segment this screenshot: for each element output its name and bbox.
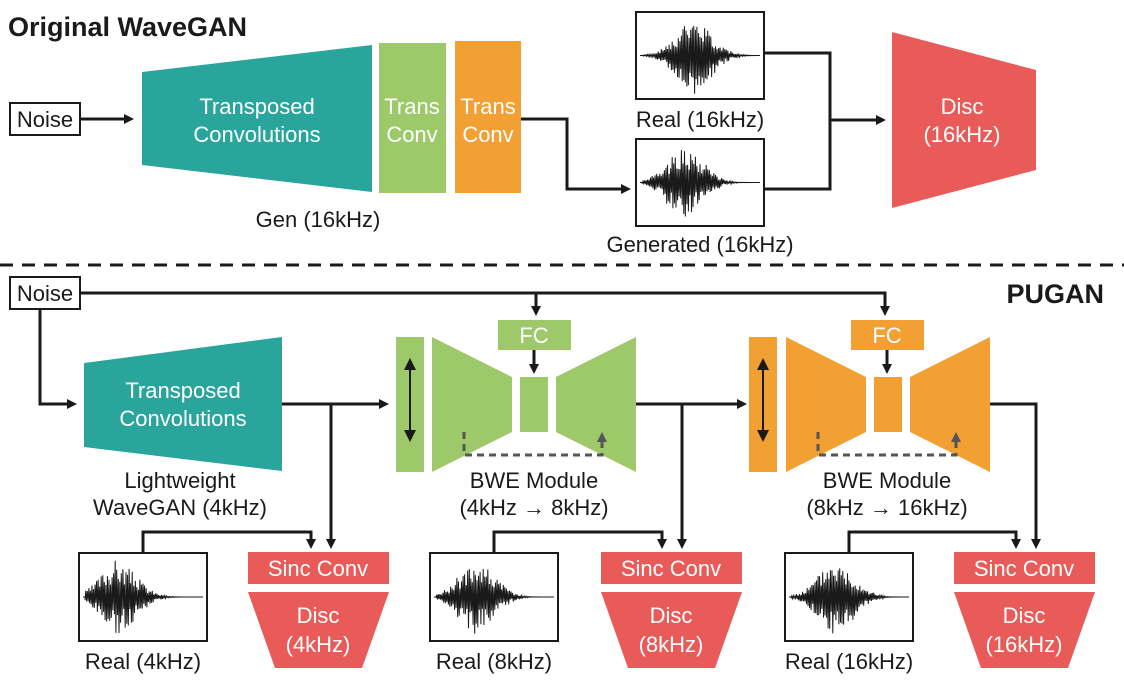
arrowhead-gen-generated [621,184,631,194]
arrowhead-bwe1 [379,399,389,409]
real1-to-sinc1 [141,530,313,553]
arrowhead-sinc2-b [677,539,687,549]
lightweight-label-line1: Lightweight [124,468,235,493]
trans1-line1: Trans [384,94,439,119]
fc1-arrowhead [529,364,539,374]
real-4khz-label: Real (4kHz) [85,649,201,674]
trans-conv-orange [455,41,521,193]
bwe2-to-sinc3 [990,402,1038,540]
bwe2-label-line1: BWE Module [823,468,951,493]
fc2-label: FC [872,323,901,348]
disc-4khz [248,592,389,668]
bwe2-decoder [910,337,990,472]
bwe1-label-line2: (4kHz → 8kHz) [459,495,608,520]
bwe2-down-head [757,430,769,442]
disc-top-line1: Disc [941,94,984,119]
arrowhead-bwe2 [737,399,747,409]
arrowhead-sinc2-a [657,539,667,549]
arrowhead-sinc1-b [326,539,336,549]
arrowhead-disc-top [876,115,886,125]
arrowhead-fc2 [880,306,890,316]
trans2-line1: Trans [460,94,515,119]
bwe2-label-line2: (8kHz → 16kHz) [806,495,967,520]
generated-waveform [640,150,760,217]
arrowhead-lightweight [67,399,77,409]
real-8khz-label: Real (8kHz) [436,649,552,674]
bwe1-decoder [556,337,636,472]
bwe1-label-line1: BWE Module [470,468,598,493]
disc1-line2: (4kHz) [286,632,351,657]
disc2-line1: Disc [650,603,693,628]
disc-16khz-bottom [954,592,1095,668]
noise-line-to-fc [80,291,887,308]
sinc-conv-1 [248,552,389,584]
real-16khz-label-top: Real (16kHz) [636,107,764,132]
real-8khz-waveform [434,568,554,634]
trans2-line2: Conv [462,122,513,147]
trans1-line2: Conv [386,122,437,147]
real2-to-sinc2 [492,530,664,553]
discriminator-16khz-top [892,32,1036,208]
disc1-line1: Disc [297,603,340,628]
sinc2-label: Sinc Conv [621,556,721,581]
bwe2-encoder [786,337,866,472]
arrowhead-sinc1-a [306,539,316,549]
lightweight-label-line2: WaveGAN (4kHz) [93,495,267,520]
disc-8khz [601,592,742,668]
arrow-gen-to-generated [521,117,622,191]
merge-lines-to-disc [764,51,832,191]
sinc3-label: Sinc Conv [974,556,1074,581]
sinc1-label: Sinc Conv [268,556,368,581]
gen-main-line1: Transposed [199,94,314,119]
disc2-line2: (8kHz) [639,632,704,657]
arrowhead-fc1 [531,306,541,316]
fc2-arrowhead [882,364,892,374]
bwe1-bottleneck [520,377,548,432]
title-original-wavegan: Original WaveGAN [8,12,247,42]
bwe2-bottleneck [874,377,902,432]
noise-label-top: Noise [17,107,73,132]
bwe2-skip-connection [816,432,958,457]
fc1-box [498,320,571,350]
bwe1-down-head [404,430,416,442]
real-16khz-waveform-bottom [789,568,909,634]
bwe1-encoder [432,337,512,472]
bwe1-skip-head [597,432,607,442]
noise-to-lightweight-gen [38,309,68,406]
real3-to-sinc3 [847,530,1018,553]
title-pugan: PUGAN [1006,279,1104,309]
fc2-box [851,320,924,350]
fc1-label: FC [519,323,548,348]
trans-conv-green [379,43,446,193]
noise-label-bottom: Noise [17,281,73,306]
arrowhead-sinc3-b [1031,539,1041,549]
bwe1-skip-connection [462,432,604,457]
noise-box-bottom [9,276,81,310]
generated-16khz-label: Generated (16kHz) [606,232,793,257]
real-16khz-label-bottom: Real (16kHz) [785,649,913,674]
bwe1-up-head [404,358,416,370]
real-waveform-top [640,25,760,94]
sinc-conv-2 [601,552,742,584]
lightweight-transposed-convolutions [84,337,282,471]
arrowhead-noise-gen-top [124,114,134,124]
sinc-conv-3 [954,552,1095,584]
disc3-line2: (16kHz) [985,632,1062,657]
gen-16khz-label: Gen (16kHz) [256,207,381,232]
generator-transposed-convolutions [142,45,372,192]
real-4khz-waveform [83,560,203,634]
disc3-line1: Disc [1003,603,1046,628]
gen-b-line1: Transposed [125,378,240,403]
gen-b-line2: Convolutions [119,406,246,431]
bwe2-up-head [757,358,769,370]
bwe2-skip-head [951,432,961,442]
gen-main-line2: Convolutions [193,122,320,147]
arrowhead-sinc3-a [1011,539,1021,549]
disc-top-line2: (16kHz) [923,122,1000,147]
noise-box-top [9,102,81,136]
